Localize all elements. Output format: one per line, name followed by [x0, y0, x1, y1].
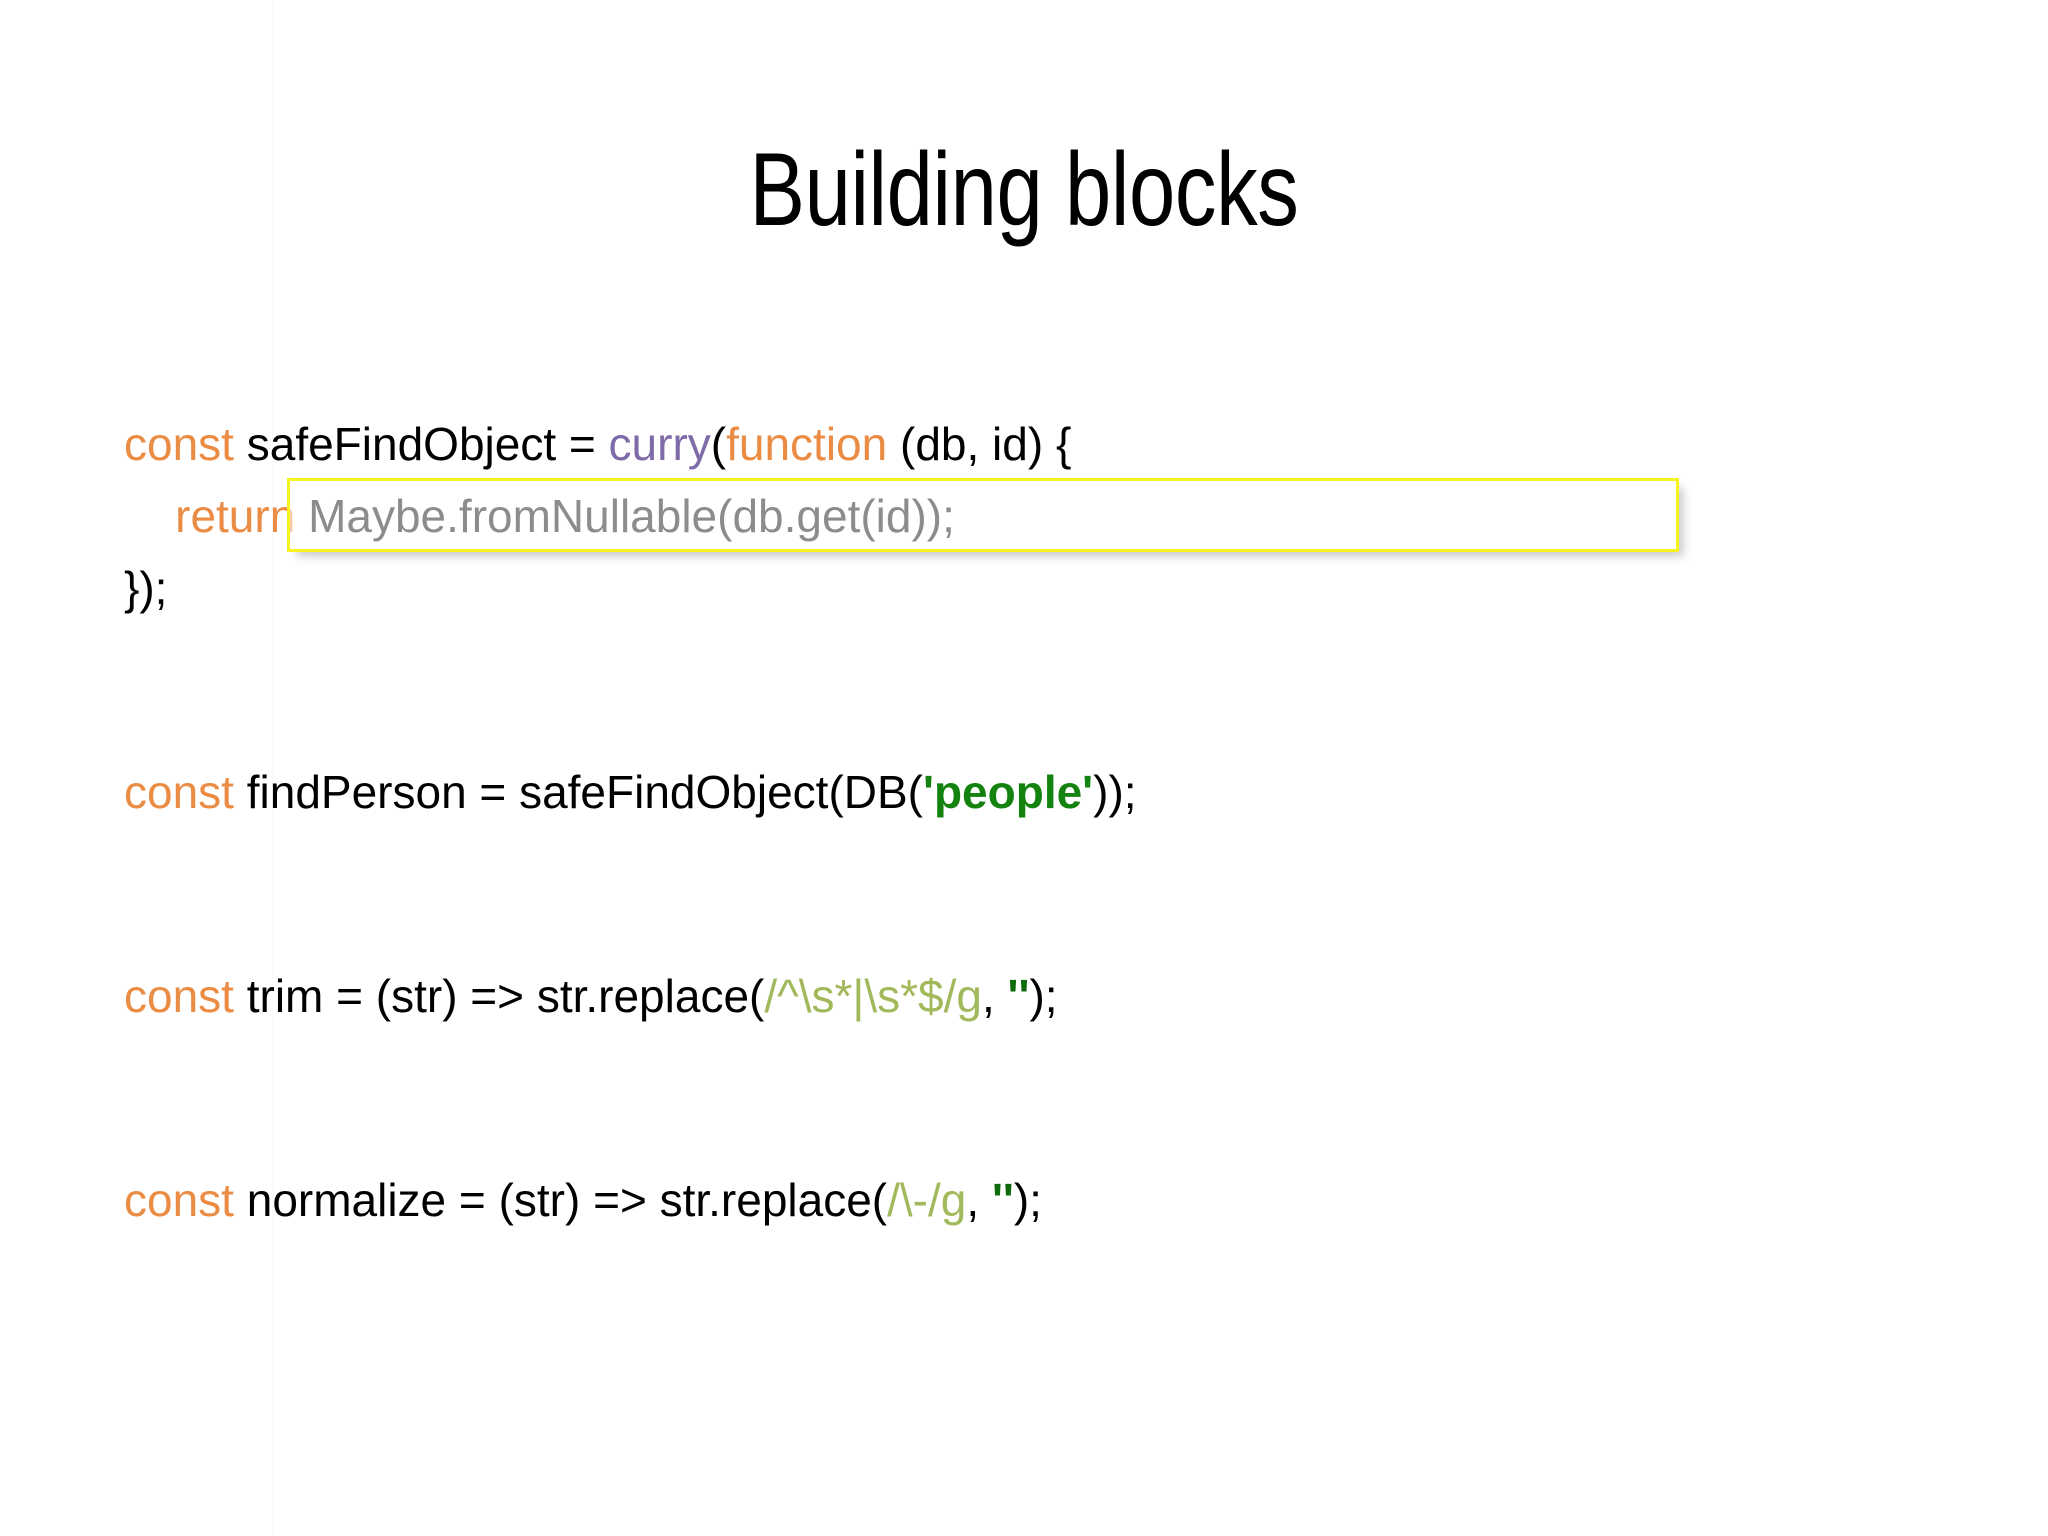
code-line: return Maybe.fromNullable(db.get(id));	[124, 480, 1924, 552]
code-token-regex: /^\s*|\s*$/g	[764, 970, 982, 1022]
content-placeholder-edge	[272, 0, 273, 1536]
code-token-keyword: const	[124, 766, 234, 818]
code-token-plain: (db, id) {	[887, 418, 1072, 470]
code-token-keyword: return	[175, 490, 296, 542]
code-token-regex: /\-/g	[887, 1174, 967, 1226]
code-token-plain: });	[124, 562, 168, 614]
code-block-find-person: const findPerson = safeFindObject(DB('pe…	[124, 756, 1924, 828]
code-block-spacer	[124, 828, 1924, 960]
code-token-keyword: const	[124, 970, 234, 1022]
code-line: const findPerson = safeFindObject(DB('pe…	[124, 756, 1924, 828]
code-token-plain: ,	[966, 1174, 992, 1226]
code-token-plain: findPerson = safeFindObject(DB(	[233, 766, 923, 818]
code-block-normalize: const normalize = (str) => str.replace(/…	[124, 1164, 1924, 1236]
code-token-quote: ''	[1007, 970, 1030, 1022]
code-token-plain: trim = (str) => str.replace(	[233, 970, 765, 1022]
code-line: const safeFindObject = curry(function (d…	[124, 408, 1924, 480]
code-token-string: 'people'	[923, 766, 1094, 818]
code-token-plain: normalize = (str) => str.replace(	[233, 1174, 888, 1226]
code-token-plain: ));	[1093, 766, 1137, 818]
code-token-plain: ,	[981, 970, 1008, 1022]
page-title: Building blocks	[749, 131, 1299, 248]
code-token-plain: );	[1029, 970, 1058, 1022]
code-indent	[124, 490, 175, 542]
code-line: const trim = (str) => str.replace(/^\s*|…	[124, 960, 1924, 1032]
code-listing: const safeFindObject = curry(function (d…	[124, 408, 1924, 1236]
code-token-keyword: function	[726, 418, 888, 470]
code-block-spacer	[124, 1032, 1924, 1164]
code-token-plain: safeFindObject =	[233, 418, 609, 470]
code-token-plain: );	[1013, 1174, 1042, 1226]
code-block-trim: const trim = (str) => str.replace(/^\s*|…	[124, 960, 1924, 1032]
code-block-safe-find-object: const safeFindObject = curry(function (d…	[124, 408, 1924, 624]
code-token-func: curry	[608, 418, 711, 470]
code-token-plain: (	[710, 418, 727, 470]
code-line: const normalize = (str) => str.replace(/…	[124, 1164, 1924, 1236]
code-token-quote: ''	[991, 1174, 1014, 1226]
code-line: });	[124, 552, 1924, 624]
code-token-keyword: const	[124, 418, 234, 470]
code-block-spacer	[124, 624, 1924, 756]
code-token-plain: Maybe.fromNullable(db.get(id));	[295, 490, 955, 542]
code-token-keyword: const	[124, 1174, 234, 1226]
